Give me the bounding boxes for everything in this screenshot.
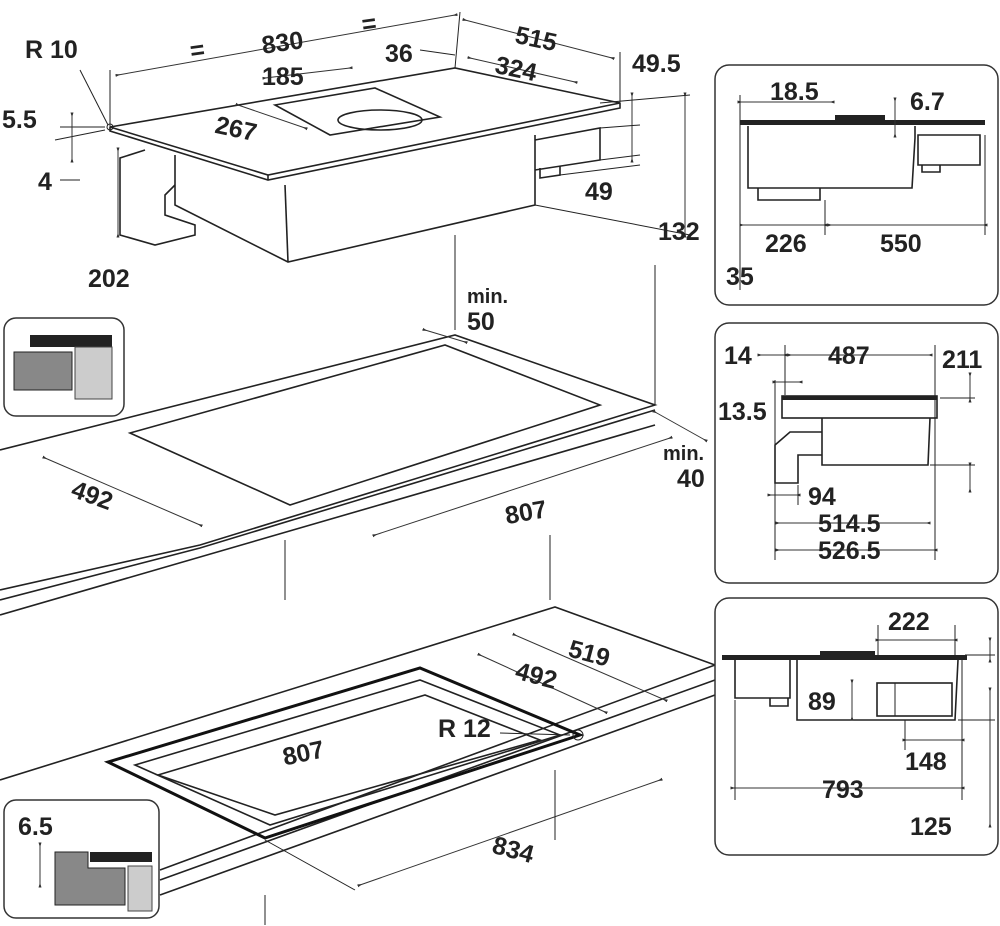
label-132: 132	[658, 218, 700, 246]
label-6-7: 6.7	[910, 88, 945, 116]
label-94: 94	[808, 483, 836, 511]
label-36: 36	[385, 40, 413, 68]
label-807-top: 807	[503, 495, 549, 530]
label-793: 793	[822, 776, 864, 804]
hob-perspective	[109, 67, 621, 263]
label-35: 35	[726, 263, 754, 291]
label-min-40: 40	[677, 465, 705, 493]
label-5-5: 5.5	[2, 106, 37, 134]
label-211: 211	[942, 346, 982, 374]
label-515: 515	[513, 21, 560, 57]
label-125: 125	[910, 813, 952, 841]
side-view-panel-2: 14 487 211 13.5 94 514.5 526.5	[714, 322, 999, 584]
label-eq-right: =	[360, 9, 378, 39]
label-324: 324	[493, 51, 540, 87]
label-492-top: 492	[68, 475, 117, 516]
label-834: 834	[489, 831, 537, 869]
label-519: 519	[565, 635, 613, 673]
label-14: 14	[724, 342, 752, 370]
label-89: 89	[808, 688, 836, 716]
label-18-5: 18.5	[770, 78, 819, 106]
label-226: 226	[765, 230, 807, 258]
label-min-50-prefix: min.	[467, 286, 508, 308]
label-r12: R 12	[438, 715, 491, 743]
top-dimension-lines	[54, 11, 691, 238]
label-526-5: 526.5	[818, 537, 881, 565]
label-min-50: 50	[467, 308, 495, 336]
label-4: 4	[38, 168, 52, 196]
label-49-5: 49.5	[632, 50, 681, 78]
inset-flush-mount: 6.5	[3, 799, 160, 919]
label-eq-left: =	[188, 35, 206, 65]
label-492-bottom: 492	[512, 657, 560, 695]
label-267: 267	[213, 111, 260, 147]
countertop-cutout-bottom: 519 492 R 12 807 834	[0, 606, 718, 925]
label-514-5: 514.5	[818, 510, 881, 538]
label-6-5: 6.5	[18, 813, 53, 841]
label-185: 185	[262, 63, 304, 91]
side-view-panel-1: 18.5 6.7 226 550 35	[714, 64, 999, 306]
label-550: 550	[880, 230, 922, 258]
label-222: 222	[888, 608, 930, 636]
countertop-cutout-top: 492 807 min. 40	[0, 235, 708, 616]
top-labels: R 10 = 830 = 515 36 185 324 49.5 5.5 267…	[2, 9, 700, 336]
inset-top-mount	[3, 317, 125, 417]
label-148: 148	[905, 748, 947, 776]
label-13-5: 13.5	[718, 398, 767, 426]
label-487: 487	[828, 342, 870, 370]
side-view-panel-3: 222 89 148 793 125	[714, 597, 999, 856]
label-202: 202	[88, 265, 130, 293]
label-r10: R 10	[25, 36, 78, 64]
label-49: 49	[585, 178, 613, 206]
label-min-40-prefix: min.	[663, 443, 704, 465]
label-807-bottom: 807	[280, 735, 327, 771]
label-830: 830	[260, 26, 305, 60]
